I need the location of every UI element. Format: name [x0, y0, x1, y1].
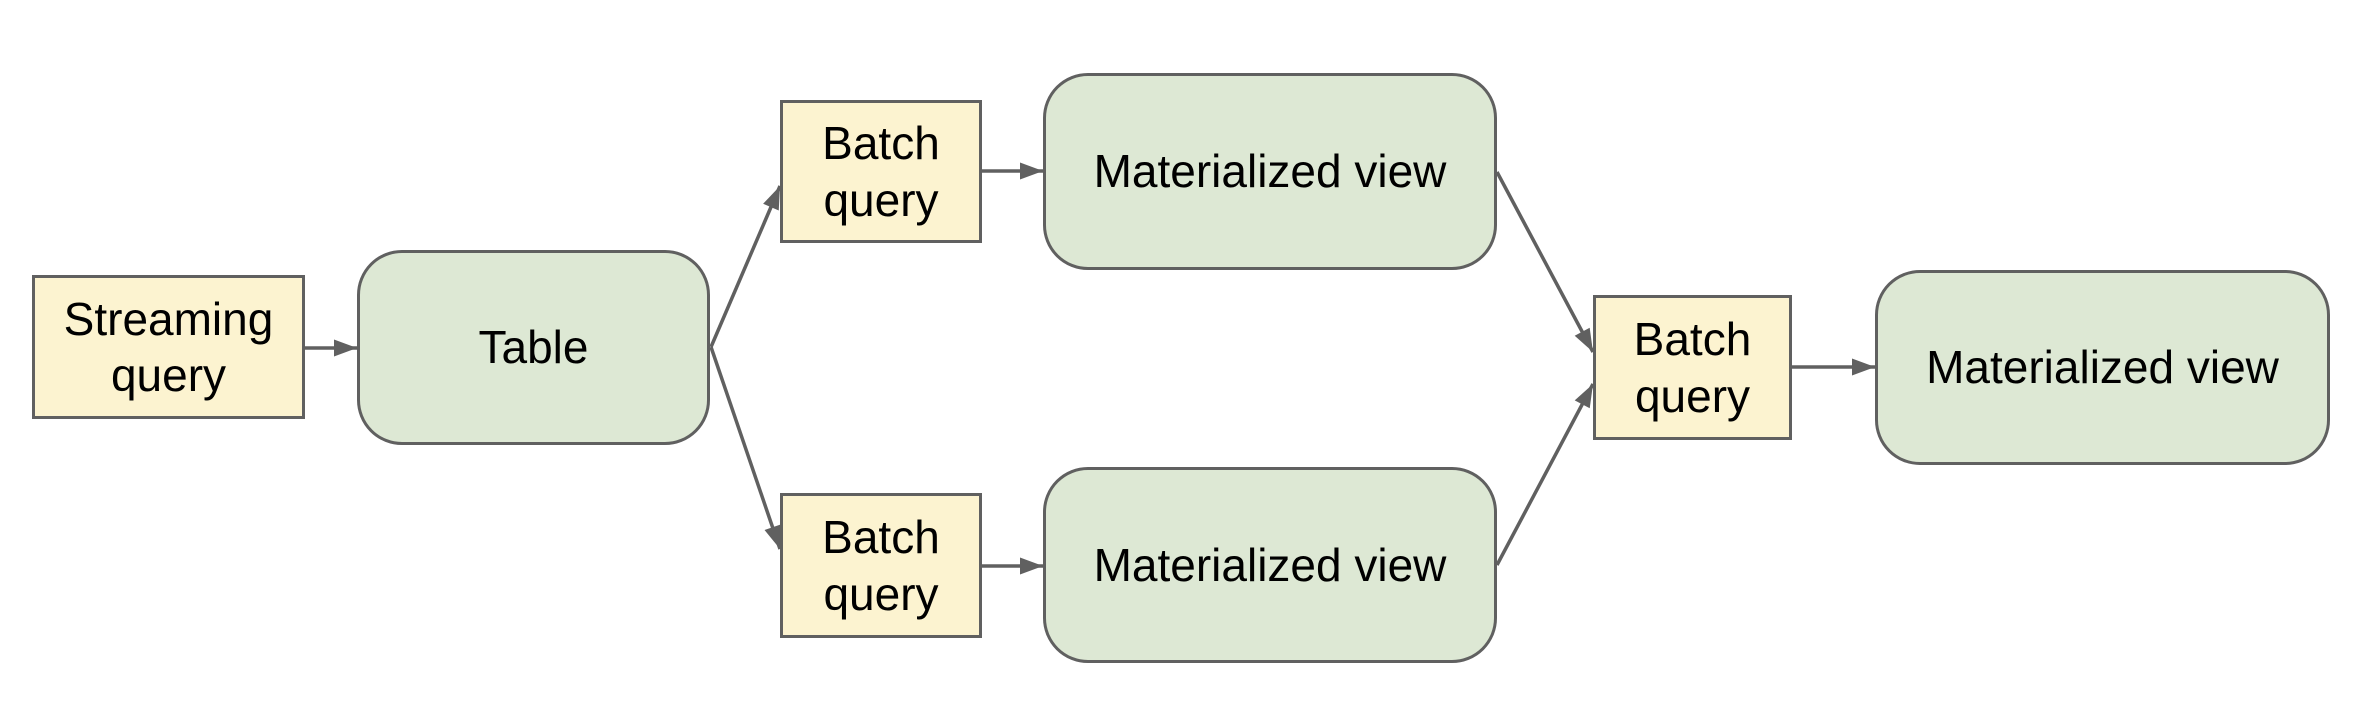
- node-table: Table: [357, 250, 710, 445]
- node-batch-query-bottom: Batch query: [780, 493, 982, 638]
- node-materialized-view-final: Materialized view: [1875, 270, 2330, 465]
- node-label: Batch query: [1633, 313, 1752, 422]
- edge-table-to-batch-query-top: [709, 185, 782, 348]
- node-label: Streaming query: [63, 292, 274, 401]
- node-streaming-query: Streaming query: [32, 275, 305, 419]
- node-label: Batch query: [822, 511, 940, 620]
- node-label: Table: [478, 321, 589, 374]
- node-materialized-view-top: Materialized view: [1043, 73, 1497, 270]
- node-batch-query-top: Batch query: [780, 100, 982, 243]
- node-label: Materialized view: [1093, 145, 1447, 198]
- node-batch-query-final: Batch query: [1593, 295, 1792, 440]
- node-materialized-view-bottom: Materialized view: [1043, 467, 1497, 663]
- edge-materialized-view-top-to-batch-query-final: [1495, 171, 1595, 353]
- edge-materialized-view-bottom-to-batch-query-final: [1495, 383, 1595, 566]
- node-label: Materialized view: [1926, 341, 2279, 394]
- edge-table-to-batch-query-bottom: [709, 346, 782, 550]
- node-label: Materialized view: [1093, 538, 1447, 591]
- node-label: Batch query: [822, 117, 940, 226]
